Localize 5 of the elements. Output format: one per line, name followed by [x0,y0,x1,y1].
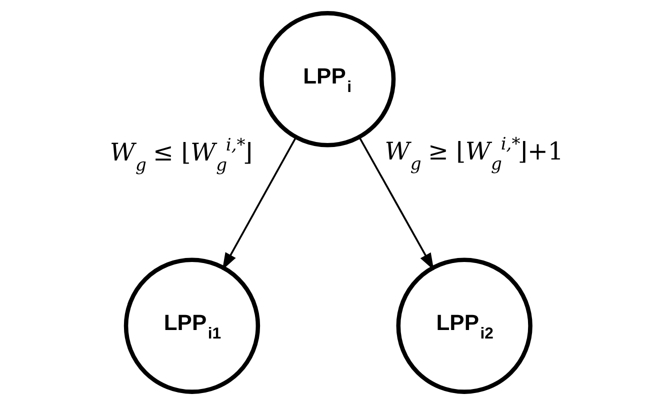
node-circle: LPP$_{i2}$ [396,258,532,394]
edge-label: W$_{g}$ ≤ ⌊W$_{g}$$^{i,*}$⌋ [109,135,252,176]
arrow [358,136,434,270]
node-circle: LPP$_{i1}$ [123,258,260,394]
arrow [222,136,296,270]
